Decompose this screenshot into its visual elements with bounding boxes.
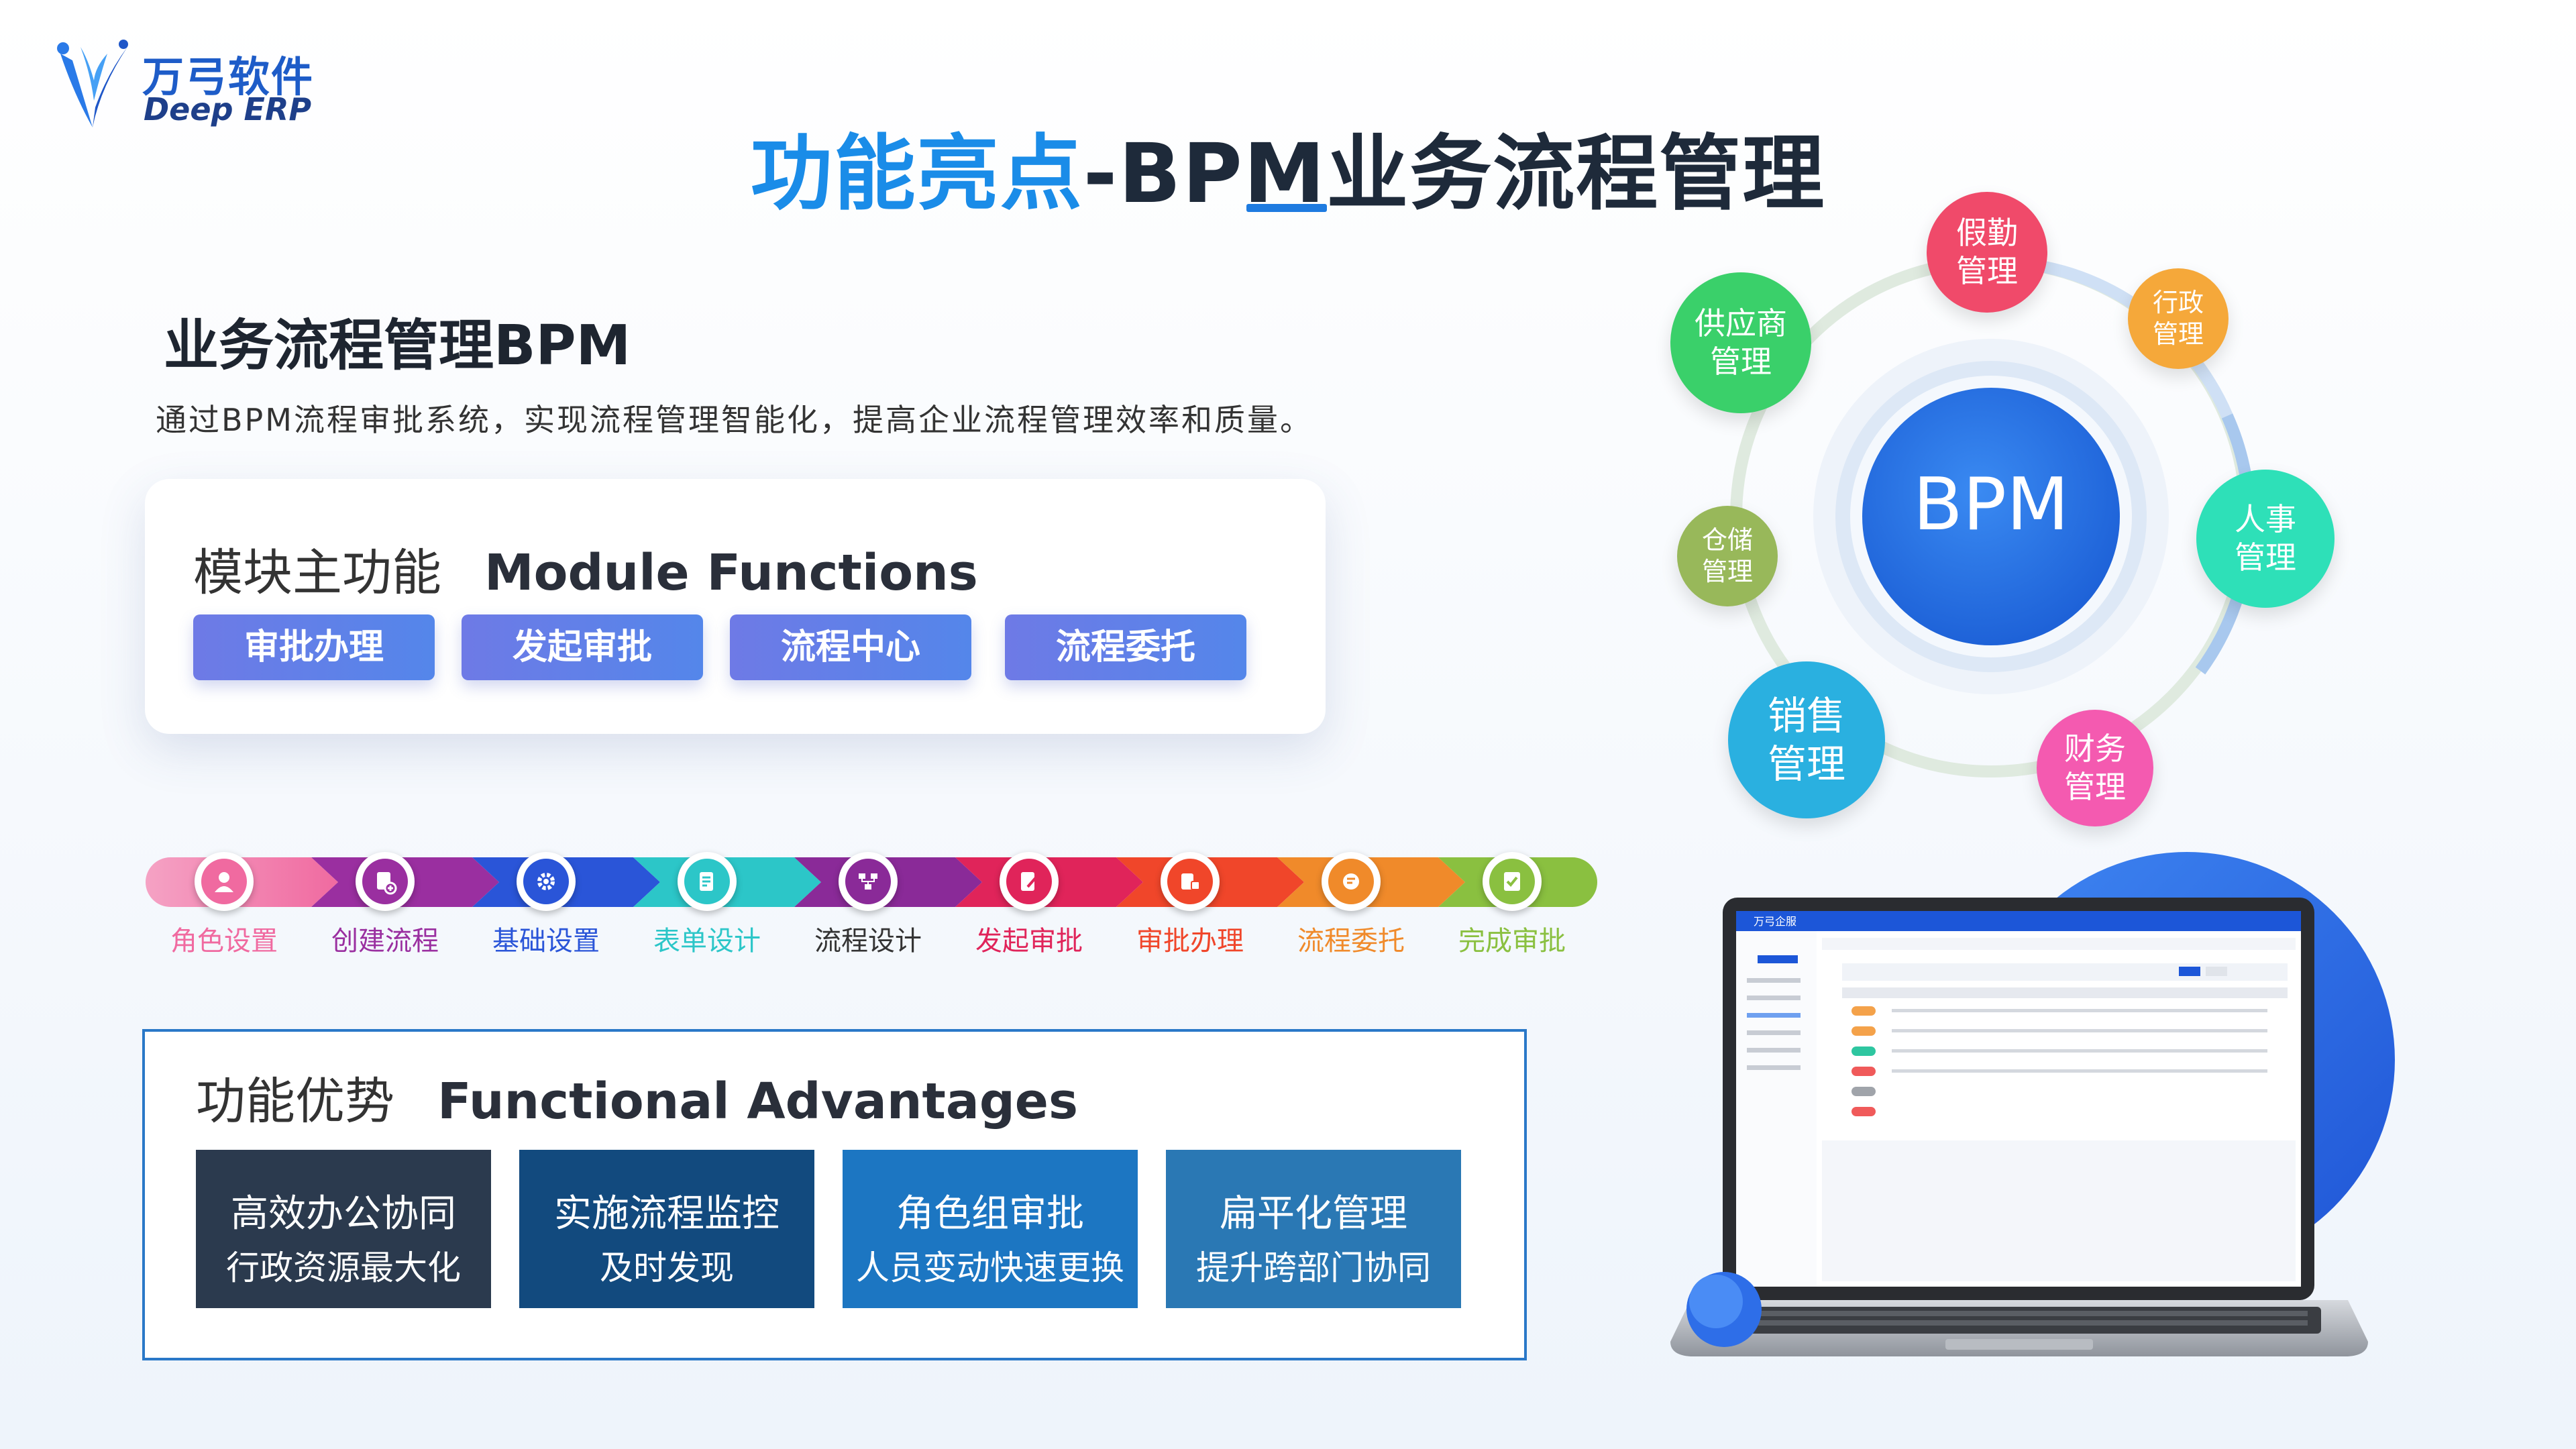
advantage-card: 扁平化管理 提升跨部门协同 [1166, 1150, 1461, 1308]
node-warehouse: 仓储管理 [1677, 506, 1778, 606]
title-underline [1246, 204, 1327, 212]
ring-decoration [1730, 255, 2256, 777]
module-button-initiate[interactable]: 发起审批 [462, 614, 703, 680]
process-step-label: 基础设置 [492, 926, 600, 957]
process-step-label: 创建流程 [331, 926, 439, 957]
flowchart-icon [845, 859, 891, 904]
laptop-graphic [1670, 852, 2395, 1356]
advantages-title-cn: 功能优势 [196, 1073, 394, 1130]
advantages-title: 功能优势 Functional Advantages [196, 1061, 1078, 1133]
node-finance: 财务管理 [2037, 710, 2153, 826]
check-document-icon [1489, 859, 1535, 904]
form-icon [684, 859, 730, 904]
functional-advantages-box: 功能优势 Functional Advantages 高效办公协同 行政资源最大化… [142, 1029, 1527, 1360]
module-functions-card: 模块主功能 Module Functions 审批办理 发起审批 流程中心 流程委… [145, 479, 1326, 734]
page-title: 功能亮点-BPM业务流程管理 [0, 107, 2576, 226]
advantage-card: 实施流程监控 及时发现 [519, 1150, 814, 1308]
node-admin: 行政管理 [2128, 268, 2229, 369]
process-step-label: 发起审批 [975, 926, 1083, 957]
laptop-app-name: 万弓企服 [1754, 915, 1797, 928]
node-sales: 销售管理 [1728, 661, 1885, 818]
module-button-delegate[interactable]: 流程委托 [1005, 614, 1246, 680]
module-button-approval[interactable]: 审批办理 [193, 614, 435, 680]
module-title-en: Module Functions [484, 544, 978, 602]
gear-icon [523, 859, 569, 904]
page-title-rest: -BPM业务流程管理 [1083, 126, 1826, 221]
approval-doc-icon [1167, 859, 1213, 904]
process-step-label: 流程设计 [814, 926, 922, 957]
advantage-card: 角色组审批 人员变动快速更换 [843, 1150, 1138, 1308]
process-step-label: 角色设置 [170, 926, 278, 957]
process-step-label: 流程委托 [1297, 926, 1405, 957]
page-title-highlight: 功能亮点 [750, 126, 1083, 221]
document-add-icon [362, 859, 408, 904]
delegate-icon [1328, 859, 1374, 904]
process-step-label: 审批办理 [1136, 926, 1244, 957]
process-step-label: 完成审批 [1458, 926, 1566, 957]
advantages-title-en: Functional Advantages [437, 1073, 1079, 1130]
process-step-label: 表单设计 [653, 926, 761, 957]
user-icon [201, 859, 247, 904]
bpm-module-ring: BPM 假勤管理 行政管理 人事管理 财务管理 销售管理 仓储管理 供应商管理 [1650, 174, 2388, 845]
module-title: 模块主功能 Module Functions [193, 533, 978, 604]
node-attendance: 假勤管理 [1927, 192, 2047, 313]
process-flow: 角色设置 创建流程 基础设置 表单设计 流程设计 发起审批 审批办理 流程委托 [144, 852, 1599, 966]
logo-mark-icon [57, 40, 128, 127]
module-title-cn: 模块主功能 [193, 544, 441, 602]
section-heading: 业务流程管理BPM [164, 314, 631, 378]
laptop-illustration: 万弓企服 [1664, 832, 2442, 1402]
bpm-center-label: BPM [1913, 463, 2070, 547]
company-logo: 万弓软件 Deep ERP [54, 34, 335, 134]
node-supplier: 供应商管理 [1670, 272, 1811, 413]
advantage-card: 高效办公协同 行政资源最大化 [196, 1150, 491, 1308]
module-button-process-center[interactable]: 流程中心 [730, 614, 971, 680]
edit-document-icon [1006, 859, 1052, 904]
logo-cn-text: 万弓软件 [142, 52, 315, 101]
section-description: 通过BPM流程审批系统，实现流程管理智能化，提高企业流程管理效率和质量。 [156, 402, 1313, 438]
logo-en-text: Deep ERP [144, 91, 312, 127]
node-hr: 人事管理 [2196, 470, 2334, 608]
